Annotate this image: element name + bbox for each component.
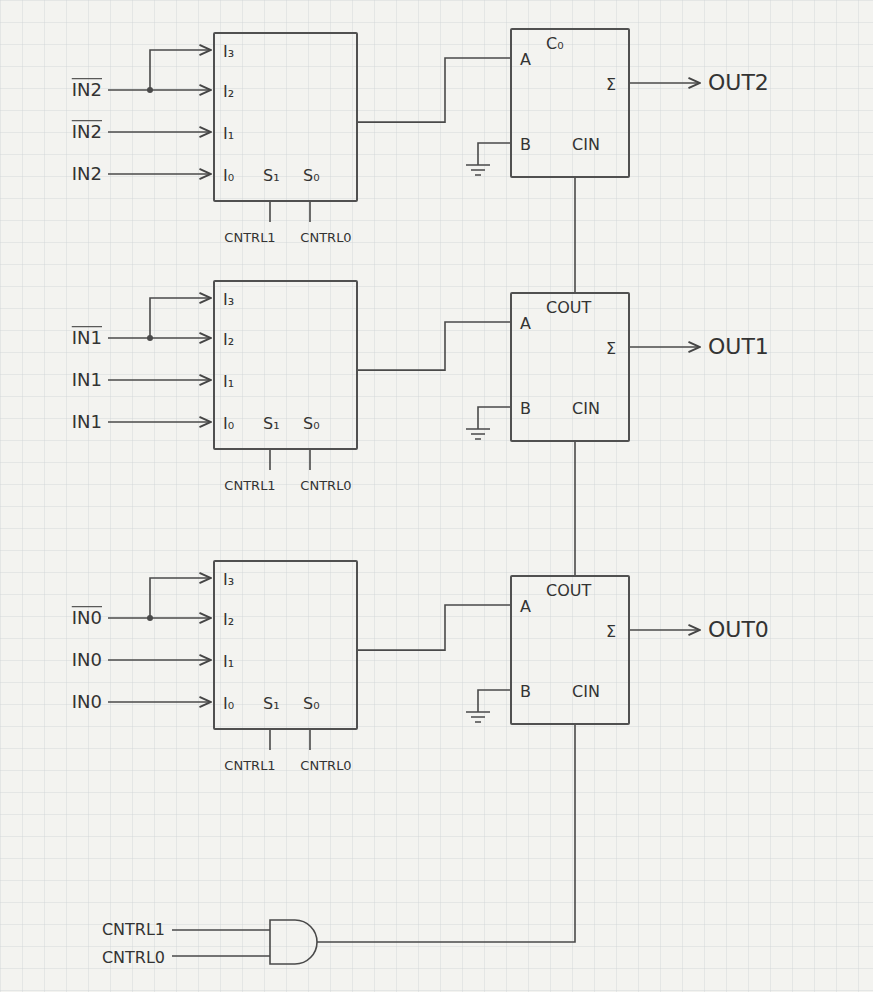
output-name: OUT1 bbox=[708, 334, 769, 360]
multiplexer-box: I₃ I₂ I₁ I₀ S₁ S₀ bbox=[213, 280, 358, 450]
carry-wire bbox=[574, 442, 576, 575]
multiplexer-box: I₃ I₂ I₁ I₀ S₁ S₀ bbox=[213, 560, 358, 730]
input-wire bbox=[108, 421, 211, 423]
output-wire bbox=[630, 346, 700, 348]
signal-name: IN1 bbox=[72, 411, 102, 433]
ground-symbol bbox=[466, 407, 510, 439]
pin-label: C₀ bbox=[546, 34, 564, 54]
input-wire bbox=[108, 379, 211, 381]
pin-label: S₁ bbox=[263, 166, 280, 186]
control-name: CNTRL1 bbox=[102, 920, 165, 939]
input-wire bbox=[108, 337, 211, 339]
select-wire bbox=[270, 202, 310, 222]
mux-output-wire bbox=[358, 322, 510, 370]
multiplexer-box: I₃ I₂ I₁ I₀ S₁ S₀ bbox=[213, 32, 358, 202]
signal-name: IN1 bbox=[72, 327, 102, 349]
pin-label: S₀ bbox=[303, 166, 320, 186]
carry-wire bbox=[574, 178, 576, 292]
pin-label: B bbox=[520, 682, 531, 702]
pin-label: I₃ bbox=[223, 290, 234, 310]
gate-input-wire bbox=[172, 930, 270, 956]
input-wire bbox=[108, 659, 211, 661]
pin-label: I₁ bbox=[223, 372, 234, 392]
junction-dots bbox=[147, 87, 153, 621]
full-adder-box: COUT A Σ B CIN bbox=[510, 575, 630, 725]
input-wire bbox=[108, 701, 211, 703]
pin-label: S₀ bbox=[303, 414, 320, 434]
signal-name: IN0 bbox=[72, 649, 102, 671]
control-name: CNTRL0 bbox=[300, 230, 351, 246]
mux-output-wire bbox=[358, 58, 510, 122]
junction-dot bbox=[147, 615, 153, 621]
signal-name: IN2 bbox=[72, 121, 102, 143]
signal-name: IN0 bbox=[72, 607, 102, 629]
and-gate bbox=[270, 920, 317, 964]
pin-label: I₁ bbox=[223, 124, 234, 144]
full-adder-box: COUT A Σ B CIN bbox=[510, 292, 630, 442]
control-name: CNTRL1 bbox=[224, 478, 275, 494]
control-name: CNTRL1 bbox=[224, 230, 275, 246]
pin-label: Σ bbox=[606, 339, 616, 359]
pin-label: I₀ bbox=[223, 694, 234, 714]
pin-label: B bbox=[520, 135, 531, 155]
carry-in-wire bbox=[317, 725, 575, 942]
pin-label: I₀ bbox=[223, 414, 234, 434]
signal-name: IN0 bbox=[72, 691, 102, 713]
pin-label: COUT bbox=[546, 298, 591, 318]
pin-label: Σ bbox=[606, 622, 616, 642]
pin-label: A bbox=[520, 314, 531, 334]
select-wire bbox=[270, 450, 310, 470]
control-name: CNTRL0 bbox=[300, 478, 351, 494]
pin-label: I₃ bbox=[223, 570, 234, 590]
ground-symbol bbox=[466, 690, 510, 722]
signal-name: IN2 bbox=[72, 79, 102, 101]
wires bbox=[108, 50, 700, 964]
tie-wire bbox=[150, 578, 211, 618]
pin-label: A bbox=[520, 50, 531, 70]
signal-name: IN1 bbox=[72, 369, 102, 391]
input-wire bbox=[108, 89, 211, 91]
output-wire bbox=[630, 82, 700, 84]
pin-label: COUT bbox=[546, 581, 591, 601]
tie-wire bbox=[150, 50, 211, 90]
select-wire bbox=[270, 730, 310, 750]
pin-label: Σ bbox=[606, 75, 616, 95]
input-wire bbox=[108, 617, 211, 619]
tie-wire bbox=[150, 298, 211, 338]
pin-label: S₁ bbox=[263, 694, 280, 714]
output-wire bbox=[630, 629, 700, 631]
pin-label: A bbox=[520, 597, 531, 617]
pin-label: CIN bbox=[572, 682, 600, 702]
pin-label: CIN bbox=[572, 135, 600, 155]
full-adder-box: C₀ A Σ B CIN bbox=[510, 28, 630, 178]
pin-label: I₂ bbox=[223, 610, 234, 630]
ground-symbol bbox=[466, 143, 510, 175]
junction-dot bbox=[147, 87, 153, 93]
junction-dot bbox=[147, 335, 153, 341]
pin-label: I₂ bbox=[223, 82, 234, 102]
pin-label: I₂ bbox=[223, 330, 234, 350]
pin-label: I₀ bbox=[223, 166, 234, 186]
pin-label: I₁ bbox=[223, 652, 234, 672]
signal-name: IN2 bbox=[72, 163, 102, 185]
output-name: OUT0 bbox=[708, 617, 769, 643]
control-name: CNTRL1 bbox=[224, 758, 275, 774]
mux-output-wire bbox=[358, 605, 510, 650]
input-wire bbox=[108, 131, 211, 133]
pin-label: S₁ bbox=[263, 414, 280, 434]
control-name: CNTRL0 bbox=[300, 758, 351, 774]
pin-label: CIN bbox=[572, 399, 600, 419]
input-wire bbox=[108, 173, 211, 175]
pin-label: S₀ bbox=[303, 694, 320, 714]
pin-label: I₃ bbox=[223, 42, 234, 62]
output-name: OUT2 bbox=[708, 70, 769, 96]
control-name: CNTRL0 bbox=[102, 948, 165, 967]
pin-label: B bbox=[520, 399, 531, 419]
